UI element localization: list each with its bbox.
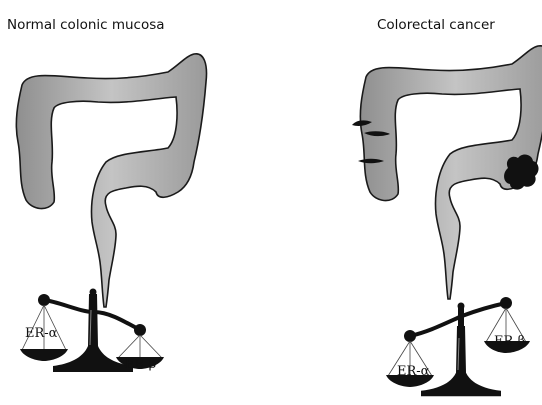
beam-end-right [134,324,146,336]
colon-normal [16,54,206,307]
panel-title-normal: Normal colonic mucosa [7,17,165,33]
label-er-beta-cancer: ER-β [494,334,525,349]
label-er-alpha-normal: ER-α [25,326,58,341]
beam-end-right [500,297,512,309]
panel-title-cancer: Colorectal cancer [377,17,495,33]
label-er-alpha-cancer: ER-α [397,364,430,379]
beam-end-left [38,294,50,306]
label-er-beta-normal: ER-β [125,357,156,372]
beam-end-left [404,330,416,342]
pan-left [20,349,68,361]
